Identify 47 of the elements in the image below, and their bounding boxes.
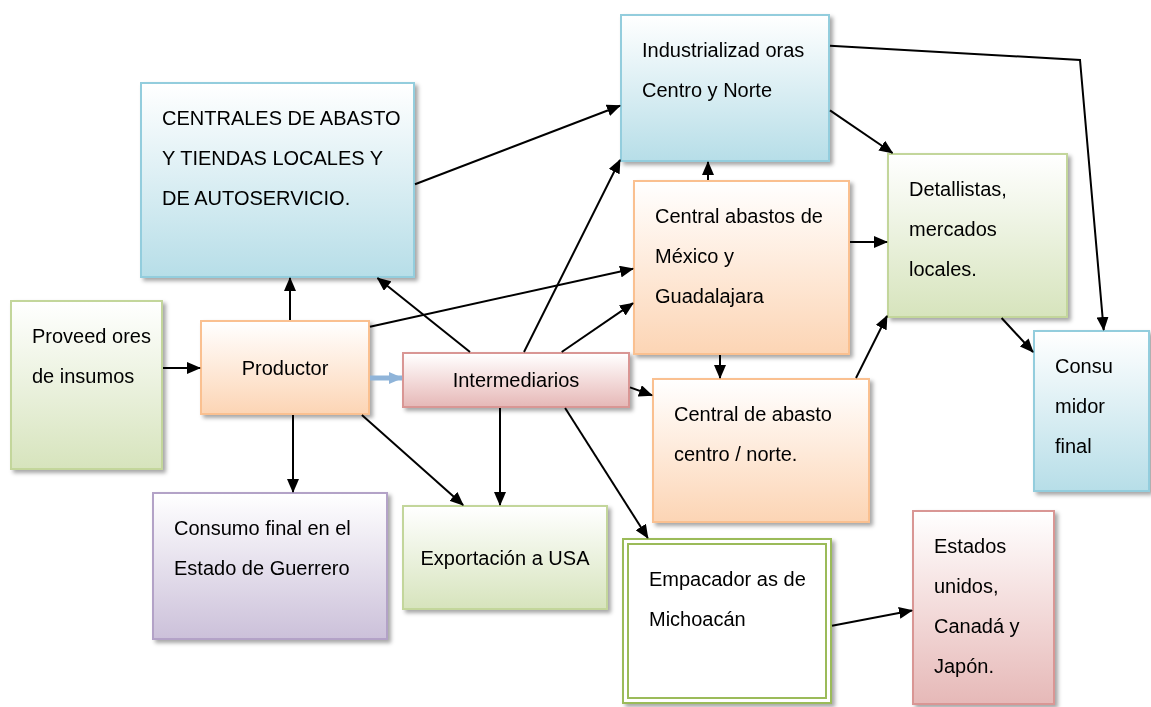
arrow (831, 607, 913, 627)
arrow (829, 109, 894, 154)
process-box (887, 153, 1068, 318)
arrow (376, 277, 471, 353)
arrow (369, 265, 634, 328)
arrow (494, 407, 506, 506)
process-box (1033, 330, 1150, 492)
process-box (633, 180, 850, 355)
process-box (152, 492, 388, 640)
node-text: Consumo final en el Estado de Guerrero (174, 516, 352, 581)
node-text: Detallistas, mercados locales. (909, 177, 1008, 282)
process-box (140, 82, 415, 278)
arrow (523, 159, 621, 353)
arrow (849, 236, 888, 248)
process-box (622, 538, 832, 704)
arrow (714, 354, 726, 379)
arrow (370, 372, 403, 384)
node-text: Central de abasto centro / norte. (674, 402, 833, 467)
node-text: Estados unidos, Canadá y Japón. (934, 534, 1021, 679)
process-box (402, 505, 608, 610)
process-box (402, 352, 630, 408)
node-text: Productor (241, 355, 329, 381)
arrow (162, 362, 201, 374)
arrow (287, 414, 299, 493)
arrow (284, 277, 296, 321)
node-text: Central abastos de México y Guadalajara (655, 204, 824, 309)
process-box (200, 320, 370, 415)
process-box (620, 14, 830, 162)
arrow (564, 407, 649, 539)
arrow (360, 414, 465, 506)
node-text: Consu midor final (1055, 354, 1114, 459)
node-text: Industrializad oras Centro y Norte (642, 38, 806, 103)
arrow (1000, 317, 1034, 353)
process-box (10, 300, 163, 470)
node-text: Proveed ores de insumos (32, 324, 152, 389)
process-box (652, 378, 870, 523)
arrow (414, 104, 621, 186)
arrow (702, 161, 714, 181)
node-text: Empacador as de Michoacán (649, 567, 807, 632)
arrow (855, 315, 888, 379)
node-text: Intermediarios (452, 368, 580, 393)
node-text: CENTRALES DE ABASTO Y TIENDAS LOCALES Y DE AUTOSERVICIO. (162, 106, 402, 211)
arrow (629, 385, 653, 397)
process-box (912, 510, 1055, 705)
arrow (829, 44, 1109, 331)
arrow (560, 302, 634, 353)
node-text: Exportación a USA (420, 545, 590, 571)
